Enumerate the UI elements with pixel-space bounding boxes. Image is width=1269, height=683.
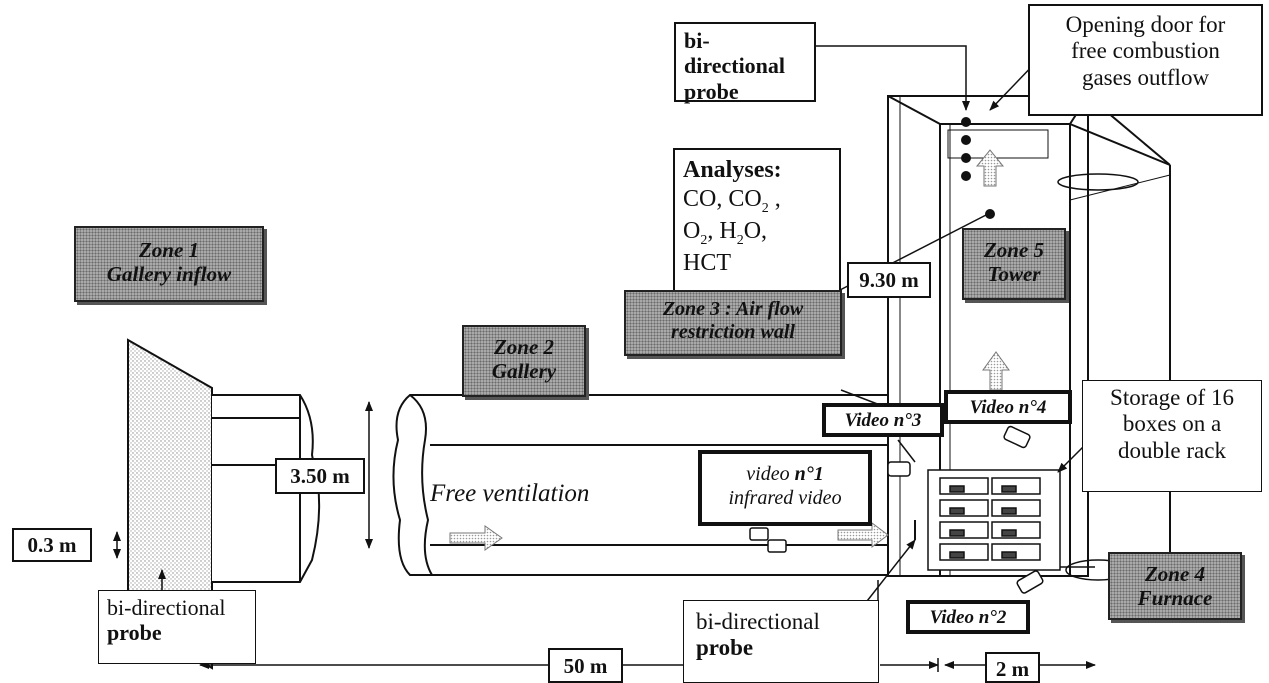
analyses-title: Analyses:: [683, 157, 782, 183]
gallery-inflow-section: [127, 338, 321, 670]
analyses-line3: HCT: [683, 250, 731, 277]
dimension-50m: 50 m: [548, 648, 623, 683]
door-line2: free combustion: [1071, 38, 1220, 64]
door-line3: gases outflow: [1081, 64, 1210, 90]
leader-lines: [113, 45, 1099, 640]
analyses-line1: CO, CO2 ,: [683, 186, 781, 217]
dimension-2m: 2 m: [985, 652, 1040, 683]
dimension-9-30m: 9.30 m: [847, 262, 931, 298]
main-gallery: [392, 394, 901, 576]
camera-icons: [749, 425, 1044, 594]
video-2-label: Video n°2: [906, 600, 1030, 634]
probe-top-line1: bi-directional: [684, 28, 786, 79]
video-3-label: Video n°3: [822, 403, 944, 437]
free-ventilation-label: Free ventilation: [430, 480, 590, 507]
storage-rack: [927, 469, 1061, 571]
analyses-label: Analyses: CO, CO2 , O2, H2O, HCT: [673, 148, 841, 292]
probe-label-left: bi-directional probe: [98, 590, 256, 664]
tower-probe-points: [961, 117, 995, 219]
opening-door-label: Opening door for free combustion gases o…: [1028, 4, 1263, 116]
flow-arrows: [449, 149, 1010, 551]
video-4-label: Video n°4: [944, 390, 1072, 424]
dimension-3-50m: 3.50 m: [275, 458, 365, 494]
probe-label-bottom: bi-directional probe: [683, 600, 879, 683]
door-line1: Opening door for: [1065, 12, 1226, 37]
bottom-dimension-line: [199, 658, 1096, 672]
storage-label: Storage of 16 boxes on a double rack: [1082, 380, 1262, 492]
probe-label-top: bi-directional probe: [674, 22, 816, 104]
probe-top-line2: probe: [684, 78, 739, 104]
video-1-label: video n°1 infrared video: [698, 450, 872, 526]
dimension-0-3m: 0.3 m: [12, 528, 92, 562]
analyses-line2: O2, H2O,: [683, 218, 768, 248]
